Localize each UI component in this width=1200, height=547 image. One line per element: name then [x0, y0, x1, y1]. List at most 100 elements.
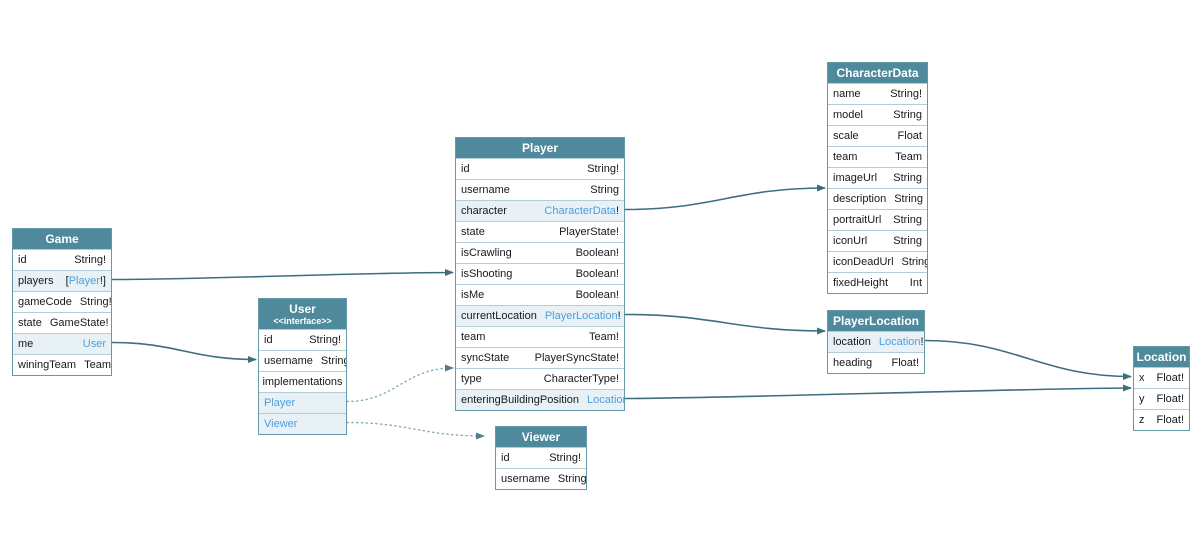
field-type: String! — [587, 163, 619, 175]
field-type: String — [893, 235, 922, 247]
edge-game-me-to-user — [111, 341, 257, 363]
field-name: me — [18, 338, 34, 350]
field-row-username: username String — [456, 179, 624, 200]
field-type: PlayerLocation! — [544, 310, 621, 322]
table-title-playerlocation[interactable]: PlayerLocation — [828, 311, 924, 331]
field-row-me[interactable]: me User — [13, 333, 111, 354]
field-row-state: state GameState! — [13, 312, 111, 333]
field-type: String! — [309, 334, 341, 346]
field-row-player[interactable]: Player — [259, 392, 346, 413]
field-type: PlayerState! — [559, 226, 619, 238]
table-title-player[interactable]: Player — [456, 138, 624, 158]
field-row-enteringbuildingposition[interactable]: enteringBuildingPositionLocation — [456, 389, 624, 410]
field-row-character[interactable]: character CharacterData! — [456, 200, 624, 221]
type-link-location[interactable]: Location — [878, 336, 921, 348]
type-link-location[interactable]: Location — [587, 394, 624, 406]
field-row-id: id String! — [496, 447, 586, 468]
type-link-user[interactable]: User — [82, 338, 106, 350]
field-name: character — [461, 205, 507, 217]
field-row-implementations: implementations — [259, 371, 346, 392]
field-type: Boolean! — [575, 268, 619, 280]
field-row-username: username String — [259, 350, 346, 371]
field-name: iconDeadUrl — [833, 256, 894, 268]
field-type: CharacterType! — [543, 373, 619, 385]
edge-user-viewer-to-viewer — [346, 421, 485, 440]
field-type: Float! — [891, 357, 919, 369]
field-name: type — [461, 373, 482, 385]
edge-player-character-to-characterdata — [624, 184, 826, 211]
table-subtitle: <<interface>> — [273, 316, 332, 326]
field-name: state — [18, 317, 42, 329]
type-link-player[interactable]: Player — [264, 397, 296, 409]
field-type: PlayerSyncState! — [534, 352, 619, 364]
type-link-player[interactable]: Player — [68, 275, 100, 287]
edge-player-enteringbuildingposition-to-location — [624, 384, 1132, 400]
field-type: Float! — [1156, 414, 1184, 426]
field-row-syncstate: syncState PlayerSyncState! — [456, 347, 624, 368]
field-name: model — [833, 109, 863, 121]
table-title-characterdata[interactable]: CharacterData — [828, 63, 927, 83]
field-type: GameState! — [49, 317, 109, 329]
field-type: Int — [909, 277, 922, 289]
field-type: String! — [549, 452, 581, 464]
field-row-location[interactable]: location Location! — [828, 331, 924, 352]
field-name: portraitUrl — [833, 214, 882, 226]
table-title-text: Viewer — [521, 430, 561, 444]
field-type: String — [557, 473, 586, 485]
table-title-text: User — [289, 302, 316, 316]
field-row-viewer[interactable]: Viewer — [259, 413, 346, 434]
field-type: String — [901, 256, 927, 268]
field-name: state — [461, 226, 485, 238]
type-link-viewer[interactable]: Viewer — [264, 418, 298, 430]
field-name: username — [461, 184, 510, 196]
table-title-game[interactable]: Game — [13, 229, 111, 249]
edge-game-players-to-player — [111, 269, 454, 281]
field-row-username: username String — [496, 468, 586, 489]
field-name: team — [833, 151, 858, 163]
table-title-location[interactable]: Location — [1134, 347, 1189, 367]
field-name: y — [1139, 393, 1145, 405]
table-title-text: Player — [521, 141, 559, 155]
field-type: Team — [84, 359, 111, 371]
field-row-state: state PlayerState! — [456, 221, 624, 242]
type-link-characterdata[interactable]: CharacterData — [544, 205, 616, 217]
field-name: imageUrl — [833, 172, 878, 184]
field-type: String — [590, 184, 619, 196]
table-title-text: Game — [45, 232, 79, 246]
type-link-playerlocation[interactable]: PlayerLocation — [544, 310, 618, 322]
field-name: id — [461, 163, 470, 175]
table-title-viewer[interactable]: Viewer — [496, 427, 586, 447]
field-type: CharacterData! — [544, 205, 619, 217]
field-name: gameCode — [18, 296, 72, 308]
field-name: username — [501, 473, 550, 485]
type-table-user: User<<interface>>idString!usernameString… — [258, 298, 347, 435]
field-type: String — [320, 355, 346, 367]
field-name: location — [833, 336, 871, 348]
field-name: name — [833, 88, 861, 100]
field-name: heading — [833, 357, 873, 369]
field-type: String — [893, 214, 922, 226]
field-type: Location! — [878, 336, 924, 348]
field-name: id — [501, 452, 510, 464]
field-row-icondeadurl: iconDeadUrl String — [828, 251, 927, 272]
field-row-type: type CharacterType! — [456, 368, 624, 389]
table-title-user[interactable]: User<<interface>> — [259, 299, 346, 329]
field-row-id: id String! — [456, 158, 624, 179]
field-row-players[interactable]: players[Player!] — [13, 270, 111, 291]
field-name: username — [264, 355, 313, 367]
field-type: Float! — [1156, 393, 1184, 405]
field-name: syncState — [461, 352, 510, 364]
field-row-currentlocation[interactable]: currentLocation PlayerLocation! — [456, 305, 624, 326]
type-table-playerlocation: PlayerLocation location Location! heading Fl… — [827, 310, 925, 374]
field-name: currentLocation — [461, 310, 537, 322]
